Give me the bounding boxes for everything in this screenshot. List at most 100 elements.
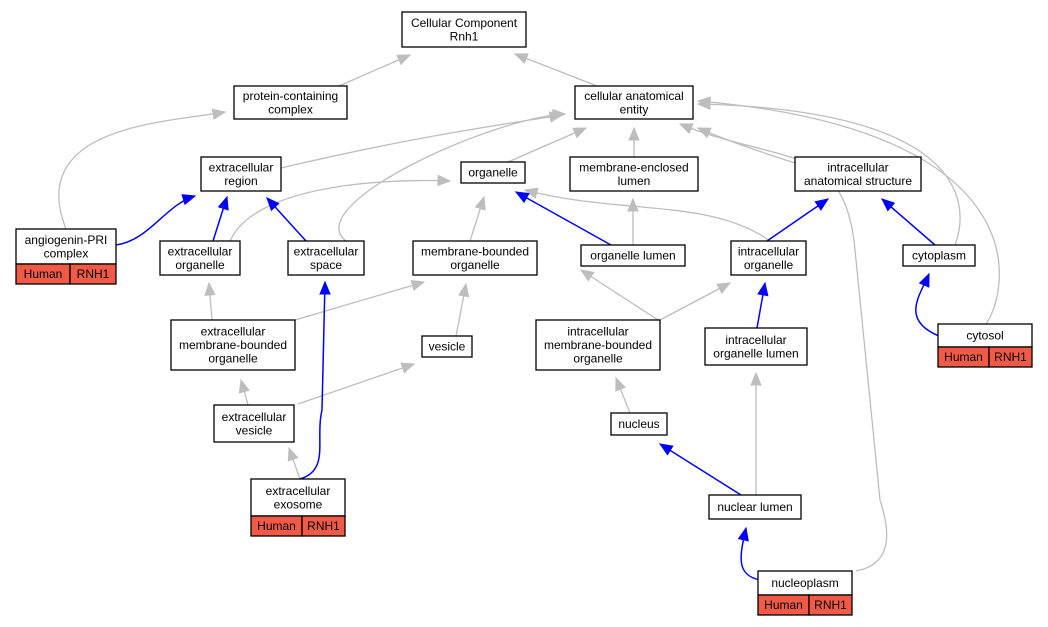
node-label: organelle lumen bbox=[713, 346, 798, 360]
node-box bbox=[460, 161, 526, 184]
part-of-arrowhead bbox=[514, 191, 530, 204]
node-label: cytoplasm bbox=[912, 249, 966, 263]
part-of-arrowhead bbox=[814, 198, 830, 211]
node-box bbox=[233, 85, 348, 120]
part-of-edge bbox=[115, 195, 196, 246]
is-a-arrowhead bbox=[627, 197, 639, 212]
node-nuclear-lumen[interactable]: nuclear lumen bbox=[708, 494, 802, 520]
is-a-edge bbox=[679, 123, 888, 572]
node-box bbox=[757, 570, 853, 596]
node-label: nucleoplasm bbox=[771, 576, 838, 590]
is-a-arrowhead bbox=[579, 269, 595, 282]
part-of-arrowhead bbox=[918, 272, 930, 288]
node-label: vesicle bbox=[429, 340, 466, 354]
gene-label: RNH1 bbox=[77, 267, 110, 281]
node-label: extracellular bbox=[168, 244, 233, 258]
gene-cell bbox=[988, 346, 1033, 368]
node-box bbox=[794, 156, 922, 192]
part-of-arrowhead bbox=[737, 526, 749, 542]
is-a-arrowhead bbox=[211, 108, 227, 120]
node-label: organelle bbox=[744, 258, 794, 272]
is-a-arrowhead bbox=[572, 127, 588, 139]
node-label: Cellular Component bbox=[411, 16, 518, 30]
species-label: Human bbox=[944, 350, 983, 364]
node-box bbox=[704, 327, 808, 366]
node-label: anatomical structure bbox=[804, 174, 912, 188]
is-a-edge bbox=[659, 282, 731, 321]
node-label: organelle lumen bbox=[590, 249, 675, 263]
node-label: intracellular bbox=[738, 244, 799, 258]
is-a-arrowhead bbox=[400, 362, 416, 374]
is-a-arrowhead bbox=[678, 123, 694, 135]
gene-cell bbox=[301, 515, 346, 537]
gene-label: RNH1 bbox=[814, 598, 847, 612]
node-box bbox=[708, 494, 802, 520]
node-box bbox=[213, 404, 295, 443]
is-a-edge bbox=[294, 281, 425, 321]
node-label: angiogenin-PRI bbox=[25, 233, 108, 247]
node-label: cellular anatomical bbox=[584, 89, 683, 103]
node-label: extracellular bbox=[201, 325, 266, 339]
is-a-arrowhead bbox=[696, 127, 712, 139]
node-nucleus[interactable]: nucleus bbox=[610, 412, 668, 436]
node-label: organelle bbox=[573, 352, 623, 366]
node-box bbox=[250, 478, 346, 517]
is-a-arrowhead bbox=[750, 371, 762, 386]
node-label: extracellular bbox=[266, 484, 331, 498]
part-of-edge bbox=[515, 191, 612, 246]
is-a-arrowhead bbox=[437, 174, 452, 187]
node-vesicle[interactable]: vesicle bbox=[421, 335, 473, 358]
is-a-arrowhead bbox=[513, 53, 529, 64]
node-label: protein-containing bbox=[243, 89, 338, 103]
is-a-edge bbox=[524, 189, 771, 242]
species-label: Human bbox=[764, 598, 803, 612]
node-cytoplasm[interactable]: cytoplasm bbox=[902, 244, 976, 267]
is-a-arrowhead bbox=[552, 108, 567, 121]
node-label: lumen bbox=[618, 174, 651, 188]
node-label: membrane-enclosed bbox=[579, 160, 688, 174]
node-label: cytosol bbox=[966, 329, 1003, 343]
node-label: membrane-bounded bbox=[421, 244, 529, 258]
is-a-arrowhead bbox=[287, 446, 299, 462]
node-box bbox=[170, 319, 296, 371]
node-organelle[interactable]: organelle bbox=[460, 161, 526, 184]
node-label: organelle bbox=[175, 258, 225, 272]
is-a-arrowhead bbox=[204, 281, 216, 296]
is-a-arrowhead bbox=[410, 280, 426, 292]
is-a-arrowhead bbox=[696, 96, 711, 108]
node-label: complex bbox=[44, 246, 89, 260]
node-box bbox=[200, 156, 282, 192]
node-label: organelle bbox=[208, 352, 258, 366]
part-of-arrowhead bbox=[266, 197, 280, 212]
species-label: Human bbox=[257, 519, 296, 533]
part-of-arrowhead bbox=[181, 194, 197, 206]
node-label: extracellular bbox=[294, 244, 359, 258]
is-a-edge bbox=[297, 363, 415, 405]
node-box bbox=[535, 319, 661, 371]
node-label: complex bbox=[268, 102, 313, 116]
node-organelle-lumen[interactable]: organelle lumen bbox=[580, 244, 686, 267]
is-a-arrowhead bbox=[238, 378, 250, 394]
node-box bbox=[287, 240, 365, 276]
is-a-arrowhead bbox=[396, 54, 412, 66]
is-a-arrowhead bbox=[523, 187, 539, 199]
